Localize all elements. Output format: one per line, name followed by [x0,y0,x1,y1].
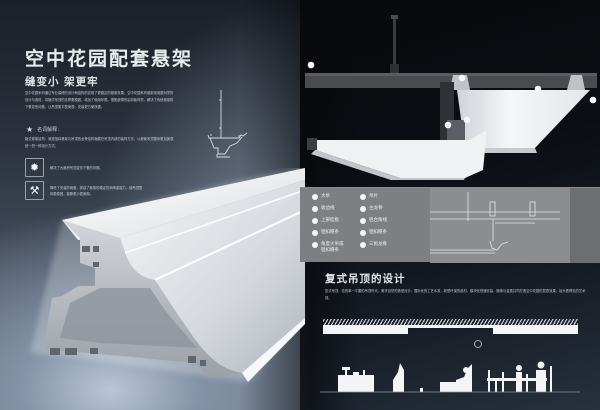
room-furniture-silhouette [320,361,580,393]
marker-dot-icon [312,230,318,236]
marker-dot-icon [312,218,318,224]
legend-item: 铝合角线 [360,218,410,227]
center-mark-icon [474,340,482,348]
legend-panel: 大吊 吊片 收边线 主龙骨 上部挂板 铝合角线 铝扣檀条 铝扣檀条 角度大吊或铝… [300,187,600,263]
legend-right-strip [570,188,600,263]
legend-item: 吊片 [360,194,410,203]
legend-item: 收边线 [312,206,360,215]
legend-item: 大吊 [312,194,360,203]
feature-text: 解决了大面积吊顶变形下垂的问题。 [50,165,103,170]
section-body: 复式吊顶，告别单一平庸的吊顶时代，美学自然的造型设计，国际化的工艺水准，新型环保… [325,289,586,300]
feature-text: 降低了安装的难度，提高了悬架的稳定性和承重能力，使吊顶整体更稳固，缝隙更小更美观… [50,185,143,196]
marker-dot-icon [360,206,366,212]
installation-section-drawing [430,188,570,263]
page-subtitle: 缝变小 架更牢 [25,76,99,88]
star-icon: ★ [26,125,34,134]
marker-dot-icon [312,206,318,212]
ceiling-assembly-illustration [305,15,597,180]
terms-heading-label: 名词解释： [37,127,63,133]
legend-item: 上部挂板 [312,218,360,227]
section-title: 复式吊顶的设计 [325,273,406,285]
ceiling-hatch-pattern [323,319,578,325]
terms-body: 隐式悬架结构：就是指将悬架与吊顶的龙骨结构隐藏在吊顶内部的装饰方式，以便使吊顶整… [25,137,174,148]
legend-list: 大吊 吊片 收边线 主龙骨 上部挂板 铝合角线 铝扣檀条 铝扣檀条 角度大吊或铝… [312,194,410,256]
legend-item: 铝扣檀条 [360,230,410,239]
marker-dot-icon [360,230,366,236]
gear-icon: ✹ [25,158,44,177]
feature-item: ✹ 解决了大面积吊顶变形下垂的问题。 [25,158,145,177]
legend-item: 角度大吊或铝扣檀条 [312,242,360,256]
page-title: 空中花园配套悬架 [25,48,194,70]
marker-dot-icon [360,218,366,224]
legend-item: 主龙骨 [360,206,410,215]
feature-item: ⚒ 降低了安装的难度，提高了悬架的稳定性和承重能力，使吊顶整体更稳固，缝隙更小更… [25,181,145,200]
ceiling-segment [323,325,408,334]
ceiling-segment [493,325,578,334]
legend-item: 三角龙骨 [360,242,410,251]
marker-dot-icon [312,194,318,200]
ceiling-profile-bar [323,325,578,334]
tools-icon: ⚒ [25,181,44,200]
intro-paragraph: 空中花园系列通过专业装修的设计和结构的实现了更稳定的悬架效果，空中花园系列悬架采… [25,91,174,109]
aluminium-profile-illustration [30,168,305,382]
profile-section-drawing [207,90,248,158]
terms-heading: ★ 名词解释： [26,125,62,134]
marker-dot-icon [360,194,366,200]
ceiling-segment [408,325,493,328]
legend-item: 铝扣檀条 [312,230,360,239]
marker-dot-icon [360,242,366,248]
marker-dot-icon [312,242,318,248]
